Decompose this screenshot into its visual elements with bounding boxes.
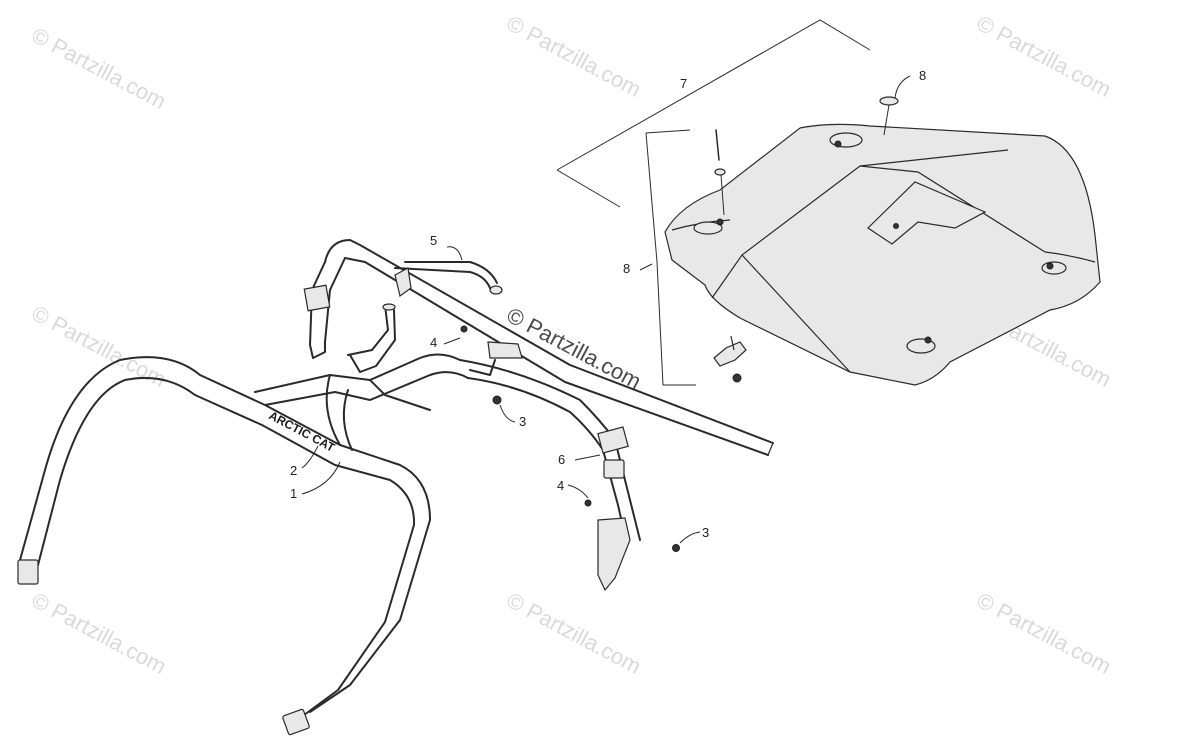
callout-4: 4 (430, 335, 437, 350)
callout-bracket-8: 8 (623, 129, 696, 386)
callout-3: 3 (519, 414, 526, 429)
callout-5: 5 (430, 233, 437, 248)
callout-8: 8 (919, 68, 926, 83)
callout-2: 2 (290, 463, 297, 478)
lower-clamp-assembly: 4 3 (557, 478, 709, 592)
rear-crossbar (324, 239, 774, 456)
upper-clamp-assembly: 4 3 (430, 325, 526, 429)
center-watermark: © Partzilla.com (503, 302, 646, 394)
watermark: © Partzilla.com (503, 10, 646, 102)
callouts-1-2: 2 1 (290, 445, 341, 501)
roof-canopy (664, 123, 1101, 386)
fastener-stack (713, 129, 747, 383)
callout-8-top: 8 (894, 68, 926, 99)
roll-bar-braces (254, 353, 469, 451)
callout-4: 4 (557, 478, 564, 493)
center-connector (347, 303, 396, 373)
callout-3: 3 (702, 525, 709, 540)
callout-8: 8 (623, 261, 630, 276)
watermark: © Partzilla.com (28, 587, 171, 679)
part-5-tube: 5 (394, 233, 503, 298)
right-upright: 6 (459, 359, 641, 546)
watermark: © Partzilla.com (973, 10, 1116, 102)
callout-7: 7 (680, 76, 687, 91)
callout-1: 1 (290, 486, 297, 501)
callout-bracket-7: 7 (556, 19, 871, 208)
left-rear-leg (303, 257, 346, 359)
callout-6: 6 (558, 452, 565, 467)
front-roll-bar (17, 356, 431, 736)
watermark: © Partzilla.com (503, 587, 646, 679)
watermark: © Partzilla.com (28, 22, 171, 114)
grommet-part (879, 96, 899, 136)
watermark: © Partzilla.com (973, 587, 1116, 679)
